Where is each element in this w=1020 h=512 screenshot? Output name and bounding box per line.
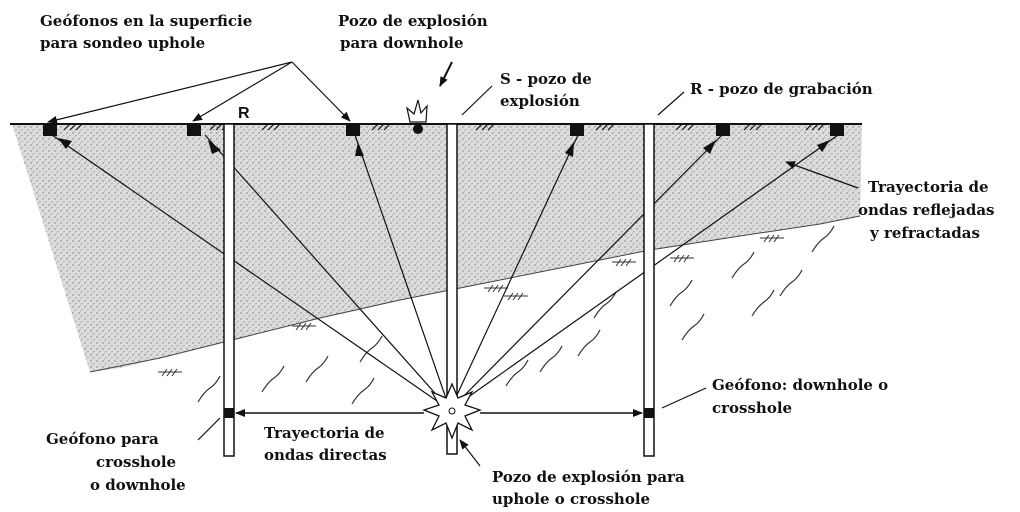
- downhole-source-label-line2: para downhole: [340, 34, 464, 52]
- ray-paths: [51, 134, 839, 411]
- boreholes: [223, 123, 655, 457]
- geophone-crosshole-leader: [197, 417, 221, 441]
- geophone-crosshole-label-line1: Geófono para: [46, 430, 159, 448]
- surface-hatching: [63, 123, 825, 131]
- uphole-source-label-line2: uphole o crosshole: [492, 490, 650, 508]
- direct-waves-label-line1: Trayectoria de: [264, 424, 385, 442]
- s-borehole-label-line1: S - pozo de: [500, 70, 592, 88]
- surface-geophones-label-line1: Geófonos en la superficie: [40, 12, 252, 30]
- surface-geophone: [346, 124, 360, 136]
- uphole-source-label-line1: Pozo de explosión para: [492, 468, 685, 486]
- reflected-label-line2: ondas reflejadas: [858, 201, 994, 219]
- downhole-source-leader: [439, 61, 453, 87]
- reflected-leader: [785, 161, 859, 189]
- ray-arrowheads: [58, 138, 830, 157]
- surface-geophone-leaders: [47, 61, 351, 124]
- downhole-geophone-right: [644, 408, 654, 418]
- r-marker: R: [238, 105, 250, 122]
- surface-geophones: [43, 124, 844, 136]
- reflected-label-line1: Trayectoria de: [868, 178, 989, 196]
- layer-boundary: [89, 215, 861, 373]
- downhole-geophone-left: [224, 408, 234, 418]
- surface-geophone: [570, 124, 584, 136]
- geophone-downhole-label-line1: Geófono: downhole o: [712, 376, 888, 394]
- bedrock-texture: [197, 225, 835, 405]
- geophone-crosshole-label-line2: crosshole: [96, 453, 176, 471]
- surface-geophone: [43, 124, 57, 136]
- downhole-blast-icon: [422, 382, 482, 440]
- s-borehole-label-line2: explosión: [500, 92, 580, 110]
- r-borehole-leader: [657, 91, 685, 116]
- r-borehole-left: [223, 123, 235, 457]
- s-borehole: [446, 123, 458, 455]
- bedrock-hatches: [158, 234, 784, 377]
- upper-soil-layer: [12, 124, 862, 372]
- surface-blast-icon: [406, 99, 428, 134]
- geophone-downhole-label-line2: crosshole: [712, 399, 792, 417]
- reflected-label-line3: y refractadas: [869, 224, 980, 242]
- direct-waves-label-line2: ondas directas: [264, 446, 387, 464]
- s-borehole-leader: [461, 85, 493, 116]
- surface-geophone: [830, 124, 844, 136]
- surface-geophone: [187, 124, 201, 136]
- downhole-source-label-line1: Pozo de explosión: [338, 12, 488, 30]
- geophone-crosshole-label-line3: o downhole: [90, 476, 186, 494]
- r-borehole-right: [643, 123, 655, 457]
- surface-geophone: [716, 124, 730, 136]
- r-borehole-label: R - pozo de grabación: [690, 80, 873, 98]
- geophone-downhole-leader: [661, 387, 707, 409]
- uphole-source-leader: [459, 439, 481, 467]
- surface-geophones-label-line2: para sondeo uphole: [40, 34, 205, 52]
